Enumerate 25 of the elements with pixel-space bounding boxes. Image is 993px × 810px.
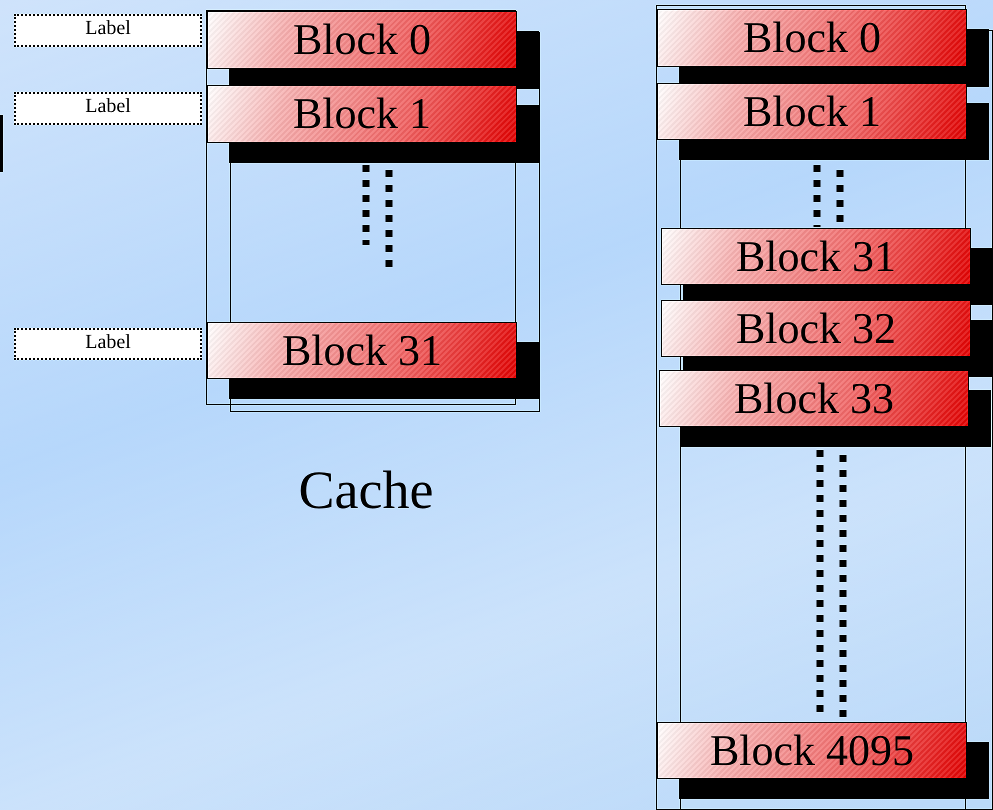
block-name: Block 0 [742,16,882,60]
block-bar [657,722,967,779]
block-name: Block 33 [734,376,894,420]
block-name: Block 1 [742,90,882,134]
block-name: Block 32 [736,306,896,350]
label-text: Label [85,96,131,116]
block-bar [207,85,517,143]
label-text: Label [85,332,131,352]
block-bar [661,228,971,285]
block-name: Block 0 [292,18,432,62]
block-bar [207,11,517,69]
caption-text: Cache [298,459,434,522]
block-bar [207,322,517,379]
block-bar [657,9,967,67]
block-name: Block 1 [292,92,432,136]
label-box [14,92,202,125]
label-box [14,328,202,360]
block-name: Block 31 [736,234,896,278]
label-box [14,14,202,47]
block-bar [659,370,969,427]
label-text: Label [85,18,131,38]
block-bar [661,300,971,357]
block-bar [657,83,967,140]
block-name: Block 4095 [710,728,914,772]
block-name: Block 31 [282,328,442,372]
